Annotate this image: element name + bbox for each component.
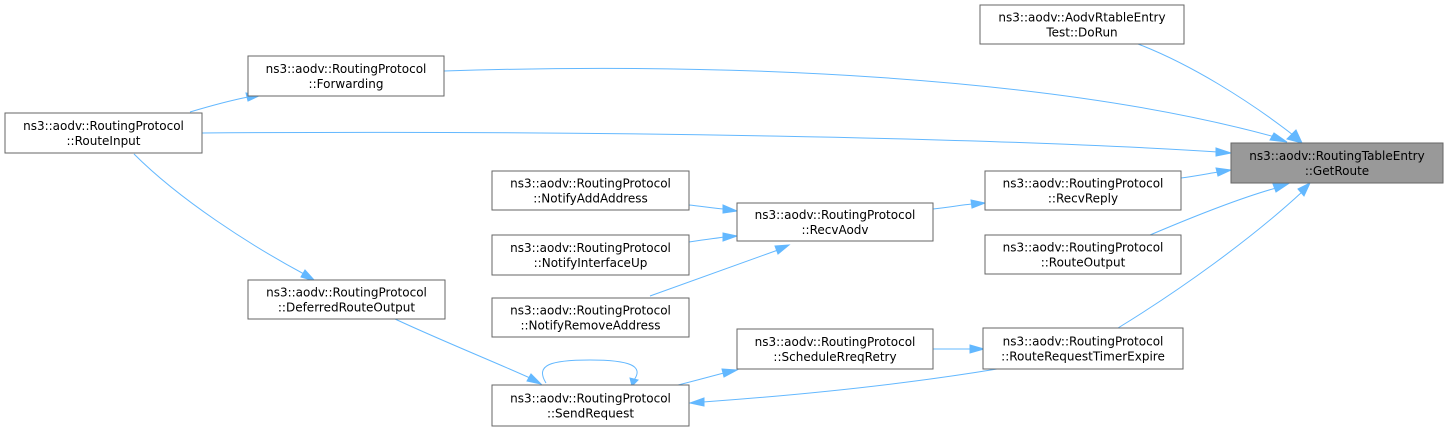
node-box[interactable]: [491, 384, 690, 427]
node-label-line2: ::ScheduleRreqRetry: [773, 350, 896, 364]
edge-notify-remove-address-to-recv-aodv: [649, 249, 779, 297]
node-label-line2: ::SendRequest: [547, 407, 634, 421]
node-label-line1: ns3::aodv::AodvRtableEntry: [998, 11, 1165, 25]
edge-rreq-timer-expire-to-get-route: [1117, 191, 1303, 329]
node-box[interactable]: [4, 112, 203, 154]
node-box[interactable]: [736, 328, 934, 370]
node-box[interactable]: [491, 297, 690, 338]
node-label-line2: ::RouteRequestTimerExpire: [1001, 350, 1165, 364]
node-box[interactable]: [247, 55, 445, 97]
edge-route-input-to-get-route: [201, 131, 1219, 153]
node-label-line1: ns3::aodv::RoutingProtocol: [266, 62, 427, 76]
node-send-request[interactable]: ns3::aodv::RoutingProtocol::SendRequest: [491, 384, 690, 427]
node-label-line2: ::NotifyAddAddress: [533, 192, 648, 206]
node-label-line1: ns3::aodv::RoutingProtocol: [755, 208, 916, 222]
edge-arrowhead: [1286, 129, 1303, 144]
node-route-output[interactable]: ns3::aodv::RoutingProtocol::RouteOutput: [984, 234, 1182, 275]
node-box[interactable]: [984, 170, 1182, 211]
node-box[interactable]: [984, 234, 1182, 275]
edge-forwarding-to-get-route: [443, 67, 1276, 138]
node-schedule-rreq-retry[interactable]: ns3::aodv::RoutingProtocol::ScheduleRreq…: [736, 328, 934, 370]
edge-notify-interface-up-to-recv-aodv: [688, 236, 725, 243]
node-label-line2: ::Forwarding: [309, 77, 384, 91]
edge-send-request-self-loop: [542, 359, 638, 384]
node-label-line1: ns3::aodv::RoutingProtocol: [1003, 335, 1164, 349]
edge-recv-aodv-to-recv-reply: [932, 203, 973, 210]
edge-arrowhead: [970, 199, 987, 209]
edge-arrowhead: [722, 204, 739, 214]
node-label-line2: ::RouteOutput: [1041, 256, 1126, 270]
node-notify-remove-address[interactable]: ns3::aodv::RoutingProtocol::NotifyRemove…: [491, 297, 690, 338]
node-label-line2: ::RouteInput: [67, 134, 141, 148]
node-label-line2: ::RecvAodv: [801, 223, 868, 237]
node-box[interactable]: [491, 170, 690, 211]
edge-arrowhead: [300, 269, 317, 282]
edge-route-input-to-forwarding: [189, 96, 249, 113]
node-label-line1: ns3::aodv::RoutingProtocol: [510, 177, 671, 191]
node-forwarding[interactable]: ns3::aodv::RoutingProtocol::Forwarding: [247, 55, 445, 97]
node-recv-aodv[interactable]: ns3::aodv::RoutingProtocol::RecvAodv: [736, 202, 934, 242]
edges-layer: [133, 43, 1312, 407]
node-recv-reply[interactable]: ns3::aodv::RoutingProtocol::RecvReply: [984, 170, 1182, 211]
edge-notify-add-address-to-recv-aodv: [688, 204, 725, 210]
node-route-input[interactable]: ns3::aodv::RoutingProtocol::RouteInput: [4, 112, 203, 154]
node-box[interactable]: [979, 4, 1185, 45]
node-label-line1: ns3::aodv::RoutingProtocol: [266, 286, 427, 300]
edge-deferred-route-output-to-send-request: [394, 318, 531, 379]
edge-arrowhead: [526, 373, 543, 385]
edge-route-input-to-deferred-route-output: [133, 153, 305, 275]
edge-arrowhead: [1272, 183, 1290, 193]
edge-arrowhead: [721, 368, 739, 378]
edge-aodv-rtable-test-to-get-route: [1137, 43, 1294, 136]
node-deferred-route-output[interactable]: ns3::aodv::RoutingProtocol::DeferredRout…: [247, 279, 446, 320]
node-box[interactable]: [736, 202, 934, 242]
node-label-line1: ns3::aodv::RoutingProtocol: [510, 241, 671, 255]
edge-send-request-to-schedule-rreq-retry: [677, 372, 725, 386]
edge-arrowhead: [1215, 167, 1233, 177]
edge-route-output-to-get-route: [1149, 187, 1277, 236]
node-notify-add-address[interactable]: ns3::aodv::RoutingProtocol::NotifyAddAdd…: [491, 170, 690, 211]
node-label-line1: ns3::aodv::RoutingTableEntry: [1249, 149, 1424, 163]
node-label-line2: Test::DoRun: [1045, 26, 1117, 40]
edge-arrowhead: [1297, 181, 1312, 197]
node-label-line2: ::NotifyRemoveAddress: [520, 319, 660, 333]
node-label-line1: ns3::aodv::RoutingProtocol: [23, 119, 184, 133]
node-label-line1: ns3::aodv::RoutingProtocol: [510, 304, 671, 318]
node-label-line1: ns3::aodv::RoutingProtocol: [1003, 177, 1164, 191]
node-label-line1: ns3::aodv::RoutingProtocol: [510, 392, 671, 406]
node-get-route[interactable]: ns3::aodv::RoutingTableEntry::GetRoute: [1230, 142, 1444, 184]
node-notify-interface-up[interactable]: ns3::aodv::RoutingProtocol::NotifyInterf…: [491, 234, 690, 276]
node-box[interactable]: [491, 234, 690, 276]
edge-recv-reply-to-get-route: [1180, 171, 1219, 179]
edge-arrowhead: [774, 244, 791, 255]
node-label-line2: ::DeferredRouteOutput: [278, 301, 416, 315]
edge-arrowhead: [969, 344, 986, 354]
node-label-line2: ::RecvReply: [1048, 192, 1118, 206]
edge-arrowhead: [688, 397, 705, 407]
edge-rreq-timer-expire-to-send-request: [702, 368, 998, 403]
node-label-line1: ns3::aodv::RoutingProtocol: [1003, 241, 1164, 255]
edge-arrowhead: [629, 377, 639, 387]
edge-arrowhead: [1215, 147, 1233, 157]
node-label-line2: ::GetRoute: [1305, 164, 1369, 178]
nodes-layer: ns3::aodv::RoutingTableEntry::GetRoutens…: [4, 4, 1444, 427]
node-box[interactable]: [982, 327, 1184, 370]
node-rreq-timer-expire[interactable]: ns3::aodv::RoutingProtocol::RouteRequest…: [982, 327, 1184, 370]
edge-arrowhead: [1269, 132, 1288, 143]
node-label-line1: ns3::aodv::RoutingProtocol: [755, 335, 916, 349]
node-box[interactable]: [1230, 142, 1444, 184]
node-label-line2: ::NotifyInterfaceUp: [534, 256, 648, 270]
edge-arrowhead: [722, 232, 739, 242]
node-box[interactable]: [247, 279, 446, 320]
